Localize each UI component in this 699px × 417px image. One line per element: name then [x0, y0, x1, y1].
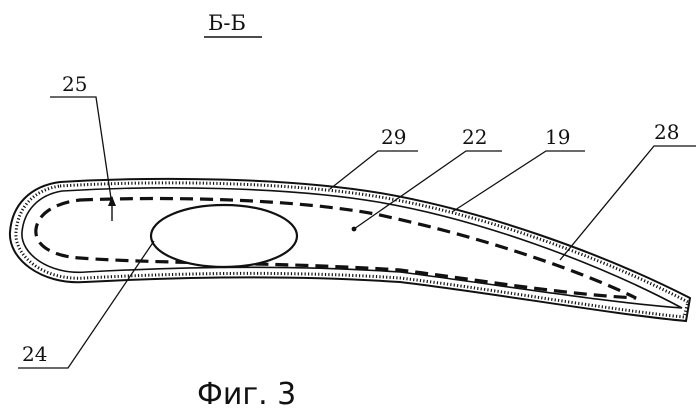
figure-caption: Фиг. 3: [197, 377, 296, 412]
section-label: Б-Б: [208, 11, 246, 35]
callout-28: 28: [654, 120, 679, 144]
leader-line-28: [560, 146, 696, 260]
callout-19: 19: [545, 125, 570, 149]
callout-22: 22: [462, 125, 487, 149]
leader-line-29: [330, 151, 418, 189]
callout-29: 29: [381, 125, 406, 149]
ellipse-insert: [151, 205, 297, 267]
callout-25: 25: [62, 72, 87, 96]
leader-line-22: [354, 151, 502, 229]
leader-line-19: [452, 151, 585, 212]
callout-24: 24: [22, 342, 47, 366]
